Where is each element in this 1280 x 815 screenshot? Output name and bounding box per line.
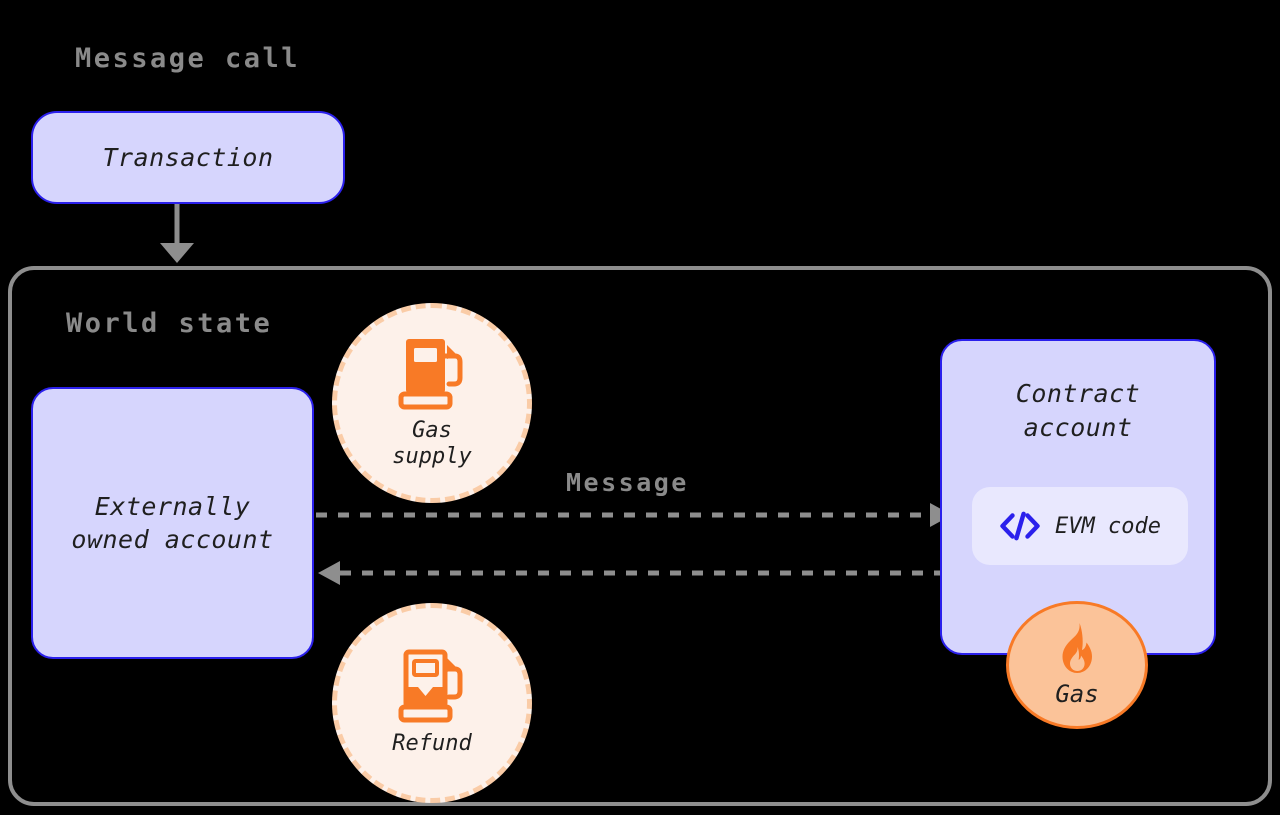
fuel-pump-partial-icon (397, 649, 467, 725)
transaction-label: Transaction (102, 142, 274, 172)
world-state-container (8, 266, 1272, 806)
gas-badge-label: Gas (1055, 680, 1099, 708)
connector-transaction-to-world-state (160, 204, 194, 263)
contract-account-label: Contract account (1015, 379, 1141, 442)
contract-account-node[interactable]: Contract account EVM code (940, 339, 1216, 655)
gas-supply-badge[interactable]: Gas supply (332, 303, 532, 503)
gas-supply-label: Gas supply (392, 418, 472, 469)
externally-owned-account-label: Externally owned account (71, 491, 274, 555)
refund-badge[interactable]: Refund (332, 603, 532, 803)
message-connector-label: Message (566, 468, 689, 497)
transaction-node[interactable]: Transaction (31, 111, 345, 204)
evm-code-label: EVM code (1055, 513, 1161, 539)
flame-icon (1048, 620, 1106, 678)
externally-owned-account-node[interactable]: Externally owned account (31, 387, 314, 659)
evm-code-chip[interactable]: EVM code (972, 487, 1188, 565)
code-brackets-icon (999, 511, 1041, 541)
fuel-pump-full-icon (397, 336, 467, 412)
message-call-heading: Message call (75, 43, 301, 74)
refund-label: Refund (392, 731, 472, 757)
world-state-heading: World state (66, 308, 273, 339)
gas-flame-badge[interactable]: Gas (1006, 601, 1148, 729)
